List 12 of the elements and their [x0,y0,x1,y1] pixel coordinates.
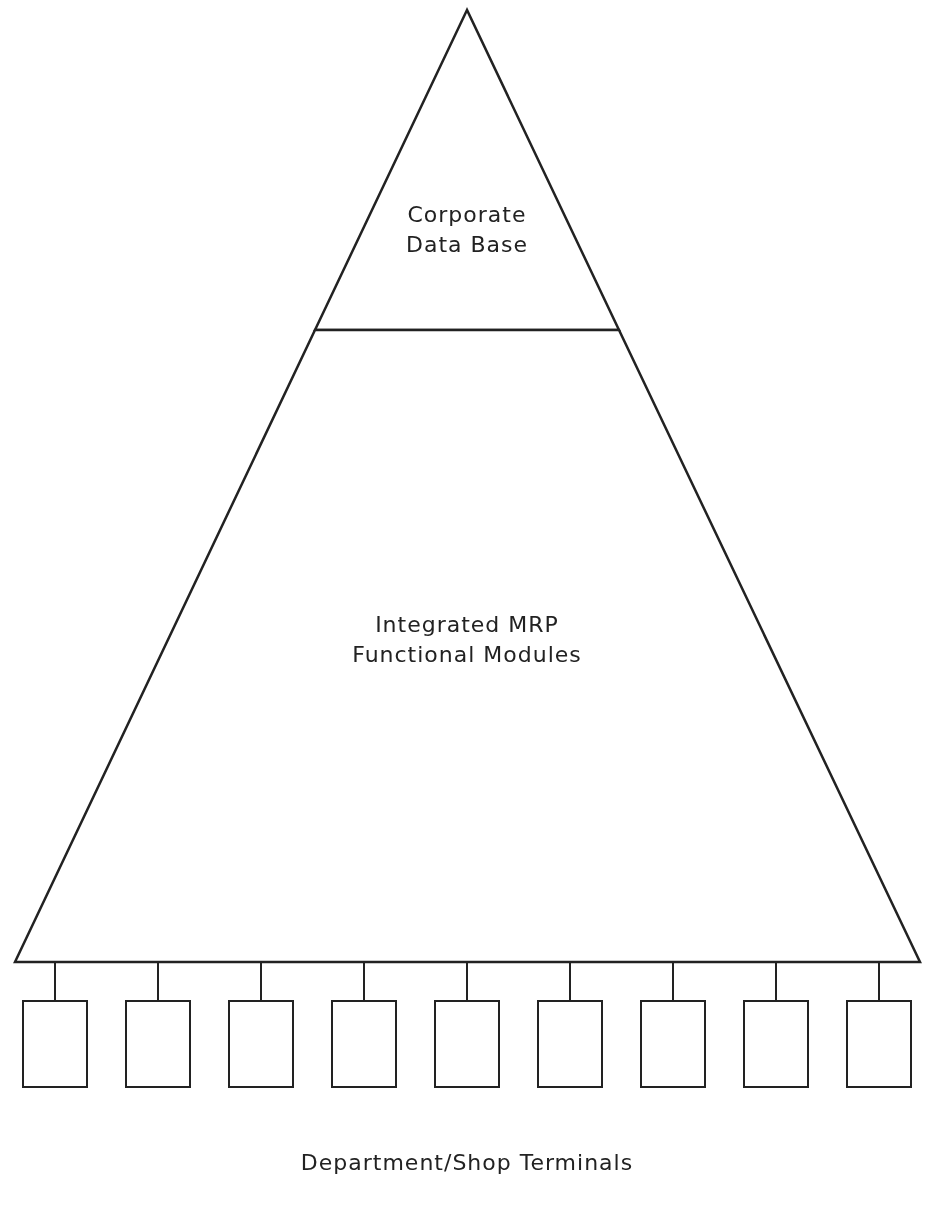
terminal-box [22,1000,88,1088]
section-label: Corporate Data Base [404,201,530,259]
terminal-box [331,1000,397,1088]
terminal-box [228,1000,294,1088]
terminal-box [640,1000,706,1088]
section-label: Integrated MRP Functional Modules [351,611,583,669]
terminal-box [125,1000,191,1088]
terminal-box [434,1000,500,1088]
caption-label: Department/Shop Terminals [299,1150,635,1175]
terminal-box [743,1000,809,1088]
terminal-box [537,1000,603,1088]
terminal-box [846,1000,912,1088]
